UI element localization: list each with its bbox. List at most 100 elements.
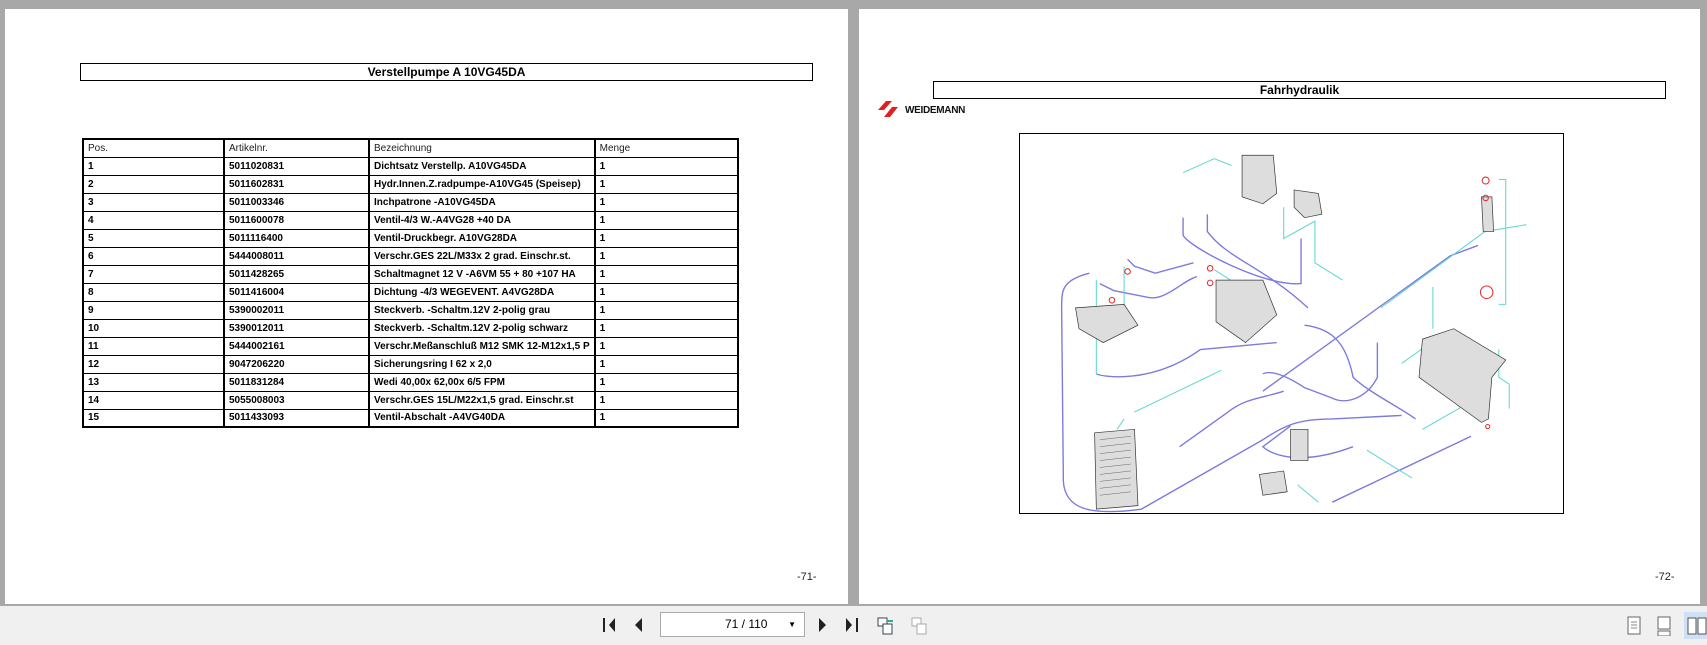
column-header: Artikelnr. <box>223 138 370 158</box>
table-cell: Ventil-Abschalt -A4VG40DA <box>368 408 596 428</box>
table-cell: 2 <box>82 174 225 194</box>
table-cell: 5011416004 <box>223 282 370 302</box>
page-number-select[interactable]: 71 / 110 ▼ <box>660 612 805 637</box>
table-cell: 5011433093 <box>223 408 370 428</box>
table-cell: 1 <box>593 282 739 302</box>
page-indicator: 71 / 110 <box>725 617 768 631</box>
page-number: -71- <box>797 571 817 583</box>
hydraulic-schematic <box>1060 154 1527 513</box>
table-cell: 9 <box>82 300 225 320</box>
table-cell: 4 <box>82 210 225 230</box>
table-cell: Schaltmagnet 12 V -A6VM 55 + 80 +107 HA <box>368 264 596 284</box>
first-page-icon[interactable] <box>600 616 618 634</box>
previous-page-icon[interactable] <box>632 616 646 634</box>
table-cell: Inchpatrone -A10VG45DA <box>368 192 596 212</box>
table-cell: Ventil-4/3 W.-A4VG28 +40 DA <box>368 210 596 230</box>
column-header: Pos. <box>82 138 225 158</box>
weidemann-logo: WEIDEMANN <box>878 101 965 119</box>
table-cell: Steckverb. -Schaltm.12V 2-polig grau <box>368 300 596 320</box>
column-header: Bezeichnung <box>368 138 596 158</box>
next-page-icon[interactable] <box>815 616 829 634</box>
table-cell: 3 <box>82 192 225 212</box>
table-cell: Sicherungsring I 62 x 2,0 <box>368 354 596 374</box>
table-cell: 5011020831 <box>223 156 370 176</box>
table-cell: 9047206220 <box>223 354 370 374</box>
table-cell: 1 <box>593 390 739 410</box>
table-cell: 1 <box>593 372 739 392</box>
table-cell: 1 <box>593 318 739 338</box>
table-cell: 5011831284 <box>223 372 370 392</box>
page-number: -72- <box>1655 571 1675 583</box>
table-cell: 1 <box>593 210 739 230</box>
logo-mark-icon <box>878 101 898 117</box>
column-header: Menge <box>593 138 739 158</box>
previous-view-icon[interactable] <box>876 616 896 636</box>
table-cell: 5011600078 <box>223 210 370 230</box>
table-cell: 5011602831 <box>223 174 370 194</box>
table-cell: 10 <box>82 318 225 338</box>
chevron-down-icon: ▼ <box>788 620 796 629</box>
table-cell: 15 <box>82 408 225 428</box>
hydraulic-diagram <box>1019 133 1564 514</box>
table-cell: Verschr.GES 22L/M33x 2 grad. Einschr.st. <box>368 246 596 266</box>
table-cell: 1 <box>593 246 739 266</box>
table-cell: 5011003346 <box>223 192 370 212</box>
table-cell: 13 <box>82 372 225 392</box>
table-cell: 5444002161 <box>223 336 370 356</box>
table-cell: 5 <box>82 228 225 248</box>
table-cell: Wedi 40,00x 62,00x 6/5 FPM <box>368 372 596 392</box>
table-cell: 8 <box>82 282 225 302</box>
table-cell: 12 <box>82 354 225 374</box>
page-title: Verstellpumpe A 10VG45DA <box>80 63 813 81</box>
table-cell: Steckverb. -Schaltm.12V 2-polig schwarz <box>368 318 596 338</box>
last-page-icon[interactable] <box>843 616 861 634</box>
table-cell: 6 <box>82 246 225 266</box>
table-cell: 1 <box>593 174 739 194</box>
next-view-icon[interactable] <box>910 616 930 636</box>
table-cell: Verschr.Meßanschluß M12 SMK 12-M12x1,5 P <box>368 336 596 356</box>
table-cell: 5390012011 <box>223 318 370 338</box>
continuous-icon[interactable] <box>1656 616 1672 636</box>
table-cell: 1 <box>593 228 739 248</box>
table-cell: 5011116400 <box>223 228 370 248</box>
table-cell: Ventil-Druckbegr. A10VG28DA <box>368 228 596 248</box>
page-71: Verstellpumpe A 10VG45DA Pos.Artikelnr.B… <box>5 9 848 604</box>
table-cell: 1 <box>593 300 739 320</box>
two-page-button[interactable] <box>1684 612 1707 639</box>
table-cell: Verschr.GES 15L/M22x1,5 grad. Einschr.st <box>368 390 596 410</box>
table-cell: 1 <box>82 156 225 176</box>
table-cell: 5011428265 <box>223 264 370 284</box>
table-cell: 1 <box>593 336 739 356</box>
page-title: Fahrhydraulik <box>933 81 1666 99</box>
viewer-toolbar: 71 / 110 ▼ <box>0 606 1707 645</box>
table-cell: 5055008003 <box>223 390 370 410</box>
logo-text: WEIDEMANN <box>905 104 966 116</box>
page-72: Fahrhydraulik WEIDEMANN <box>859 9 1700 604</box>
table-cell: 1 <box>593 408 739 428</box>
table-cell: 5390002011 <box>223 300 370 320</box>
table-cell: 5444008011 <box>223 246 370 266</box>
table-cell: 1 <box>593 192 739 212</box>
single-page-icon[interactable] <box>1626 616 1642 636</box>
table-cell: 1 <box>593 264 739 284</box>
table-cell: 1 <box>593 354 739 374</box>
table-cell: Dichtung -4/3 WEGEVENT. A4VG28DA <box>368 282 596 302</box>
table-cell: Dichtsatz Verstellp. A10VG45DA <box>368 156 596 176</box>
